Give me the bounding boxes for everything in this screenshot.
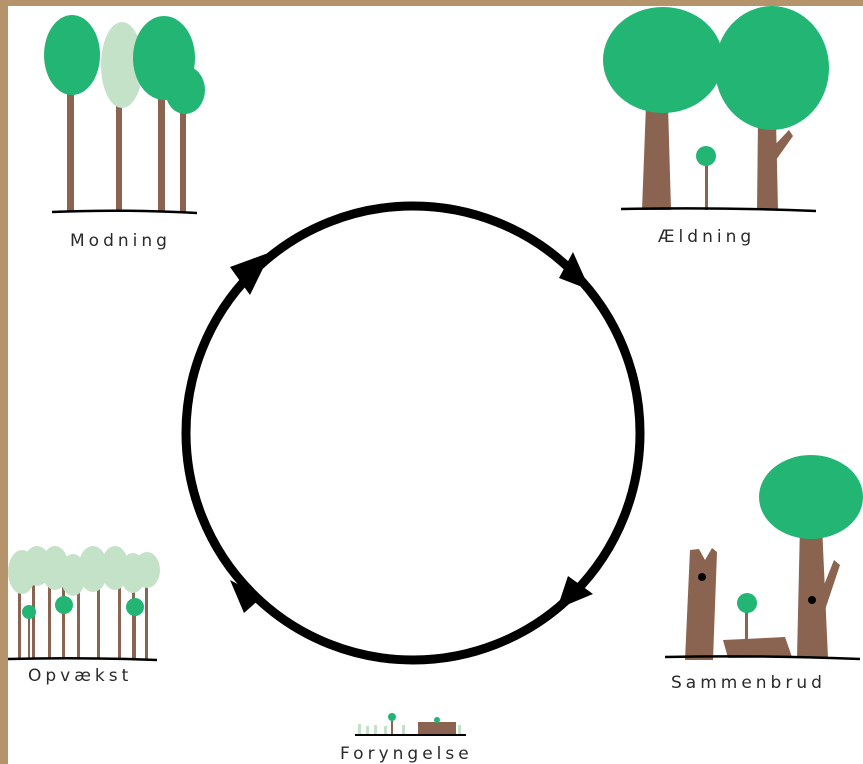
- forest-cycle-diagram: Modning Ældning Sammenbrud Foryngelse Op…: [8, 6, 863, 764]
- stage-label-modning: Modning: [70, 231, 171, 251]
- stage-label-aeldning: Ældning: [658, 227, 756, 247]
- cycle-arrow-bottom-right: [557, 576, 593, 609]
- stage-label-foryngelse: Foryngelse: [340, 744, 473, 764]
- cycle: [181, 201, 645, 665]
- modning-trees-illustration: [44, 15, 205, 215]
- cycle-ring: [181, 201, 645, 665]
- stage-label-sammenbrud: Sammenbrud: [671, 673, 826, 693]
- foryngelse-trees-illustration: [355, 713, 466, 736]
- opvaekst-trees-illustration: [8, 546, 160, 662]
- stage-label-opvaekst: Opvækst: [28, 666, 133, 686]
- diagram-svg: [8, 6, 863, 736]
- sammenbrud-trees-illustration: [664, 455, 863, 661]
- aeldning-trees-illustration: [603, 6, 829, 213]
- cycle-arrow-top-right: [559, 252, 590, 290]
- cycle-arrow-bottom-left: [230, 580, 262, 613]
- cycle-arrow-top-left: [230, 252, 271, 295]
